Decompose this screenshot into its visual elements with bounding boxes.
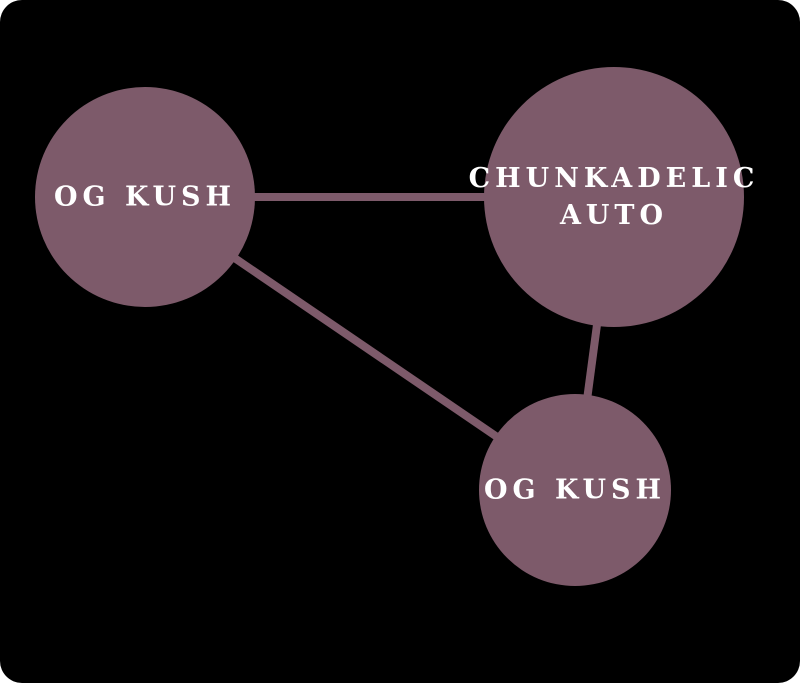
- graph-node-og-kush-left[interactable]: OG KUSH: [35, 87, 255, 307]
- node-circle-og-kush-bottom[interactable]: [479, 394, 671, 586]
- node-circle-og-kush-left[interactable]: [35, 87, 255, 307]
- graph-node-og-kush-bottom[interactable]: OG KUSH: [479, 394, 671, 586]
- node-label-og-kush-bottom: OG KUSH: [484, 475, 666, 506]
- node-label-og-kush-left: OG KUSH: [54, 182, 236, 213]
- node-circle-chunkadelic-auto[interactable]: [484, 67, 744, 327]
